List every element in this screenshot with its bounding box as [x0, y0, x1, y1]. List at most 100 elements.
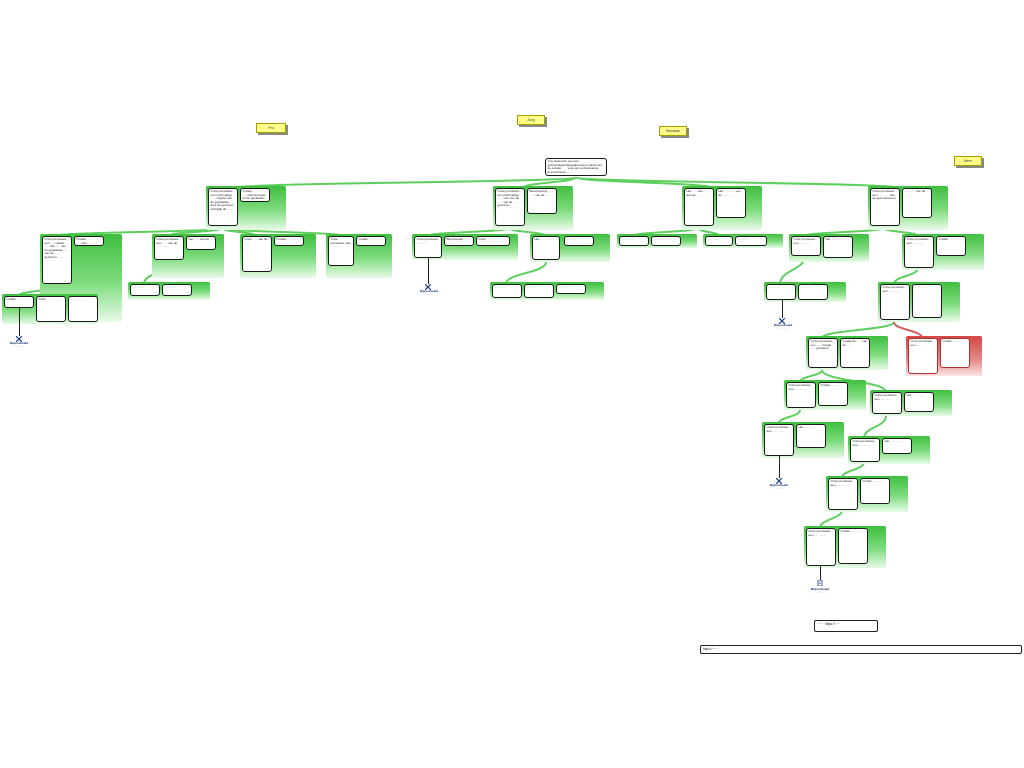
source-stem: [820, 566, 821, 580]
premise-2-2a[interactable]: Onze premissen: een ····· van de ····· ·…: [154, 236, 184, 260]
reason-panel-4: Onze premissen: een ····· ····· van de g…: [868, 186, 948, 230]
note-meer[interactable]: Meer: [954, 156, 982, 166]
premise-2-10a[interactable]: Onze premissen: een ····· ·····.: [904, 236, 934, 268]
premise-2-7a[interactable]: ····· ·····.: [619, 236, 649, 246]
document-icon[interactable]: [817, 580, 823, 586]
premise-2-6a[interactable]: Het ····· ·····.: [532, 236, 560, 260]
reason-panel-chain-5: Onze premissen: een ····· ·····. Het ···…: [848, 436, 930, 464]
reason-panel-chain-6: Onze premissen: een ····· ·····. Omdat ·…: [826, 476, 908, 512]
premise-2-1b[interactable]: Omdat ····· ·····ede ·····.: [74, 236, 104, 246]
chain-3b[interactable]: Het ····· ·····.: [904, 392, 934, 412]
objection-panel-chain-1: Onze premissen: een ·····. Omdat ····· ·…: [906, 336, 982, 376]
reason-panel-3-5: Onze premissen: een ····· ·····. ····· ·…: [878, 282, 960, 322]
chain-3a[interactable]: Onze premissen: een ····· ·····.: [872, 392, 902, 414]
source-icon[interactable]: [776, 478, 782, 484]
reason-panel-2-4: Onze premissen: een ····· ·····. Omdat ·…: [326, 234, 392, 278]
source-icon[interactable]: [16, 336, 22, 342]
chain-5a[interactable]: Onze premissen: een ····· ·····.: [850, 438, 880, 462]
reason-panel-3-2: ····· ·····. ····· ·····.: [128, 282, 210, 300]
source-stem: [428, 258, 429, 284]
reason-panel-2-6: Het ····· ·····. ····· ·····.: [530, 234, 610, 262]
premise-1b[interactable]: Omdat ····· ·····ede beroepen tot de gep…: [240, 188, 270, 202]
reason-panel-3-4: ····· ·····. ····· ·····.: [764, 282, 846, 302]
source-label-5: Bijvoorbeeld····· ·····: [810, 587, 830, 595]
reason-panel-chain-2: Onze premissen: een ····· ·····. Omdat ·…: [784, 380, 866, 410]
chain-7b[interactable]: Omdat ····· ·····.: [838, 528, 868, 564]
chain-1a[interactable]: Onze premissen: een ····· zorgde ····· g…: [808, 338, 838, 368]
source-icon[interactable]: [425, 284, 431, 290]
premise-2-3b[interactable]: Omdat ····· ····· ·····.: [274, 236, 304, 246]
premise-4b[interactable]: ····· ····· van de ·····.: [902, 188, 932, 218]
source-label-2: Bijvoorbeeld····· ·····: [419, 289, 439, 297]
premise-2-4a[interactable]: Onze premissen: een ····· ·····.: [328, 236, 354, 266]
premise-2-1a[interactable]: Onze premissen: een ·····edelijk ····· d…: [42, 236, 72, 284]
reason-panel-2-3: Onze ····· van de ·····. Omdat ····· ···…: [240, 234, 316, 278]
root-claim[interactable]: Ons antwoord: een één gezinsmaatschappel…: [545, 158, 607, 176]
chain-2a[interactable]: Onze premissen: een ····· ·····.: [786, 382, 816, 408]
note-bezwaar[interactable]: Bezwaar: [659, 126, 687, 136]
premise-2-8b[interactable]: ····· ·····.: [735, 236, 767, 246]
premise-3a[interactable]: Het ····· van ····· aan de ·····.: [684, 188, 714, 226]
objection-1a[interactable]: Onze premissen: een ·····.: [908, 338, 938, 374]
reason-panel-2-5: Onze premissen ····· ·····. Bijvoorbeeld…: [412, 234, 518, 260]
premise-2-9b[interactable]: Het ····· ·····.: [823, 236, 853, 258]
chain-4a[interactable]: Onze premissen: een ····· ·····.: [764, 424, 794, 456]
premise-1a[interactable]: Onze premissen: een rechtmatige ····· zo…: [208, 188, 238, 226]
premise-3-2a[interactable]: ····· ·····.: [130, 284, 160, 296]
chain-1b[interactable]: Omdat de ····· van de ·····.: [840, 338, 870, 368]
premise-2-6b[interactable]: ····· ·····.: [564, 236, 594, 246]
premise-3-1c[interactable]: ····· ·····.: [68, 296, 98, 322]
premise-4a[interactable]: Onze premissen: een ····· ····· van de g…: [870, 188, 900, 226]
premise-3-1b[interactable]: Onze ····· ·····.: [36, 296, 66, 322]
reason-panel-chain-7: Onze premissen: een ····· ·····. Omdat ·…: [804, 526, 886, 568]
premise-3-3c[interactable]: ····· ·····.: [556, 284, 586, 294]
chain-6a[interactable]: Onze premissen: een ····· ·····.: [828, 478, 858, 510]
chain-2b[interactable]: Omdat ····· ·····.: [818, 382, 848, 406]
reference-box[interactable]: ····· · https://·····: [814, 620, 878, 632]
premise-2-8a[interactable]: ····· ·····.: [705, 236, 733, 246]
chain-5b[interactable]: Het ····· ·····.: [882, 438, 912, 454]
premise-3-2b[interactable]: ····· ·····.: [162, 284, 192, 296]
reason-panel-2-9: Onze premissen: een ····· ·····. Het ···…: [789, 234, 869, 262]
premise-2b[interactable]: Beschouwing ····· ····· van de ·····.: [527, 188, 557, 214]
premise-2-4b[interactable]: Omdat ····· ·····.: [356, 236, 386, 246]
connector-edge: [819, 509, 843, 529]
chain-4b[interactable]: Het ····· ·····.: [796, 424, 826, 448]
reason-panel-2-2: Onze premissen: een ····· van de ····· ·…: [152, 234, 224, 278]
reason-panel-3: Het ····· van ····· aan de ·····. Het ··…: [682, 186, 762, 230]
objection-1b[interactable]: Omdat ····· ·····.: [940, 338, 970, 368]
source-stem: [779, 456, 780, 478]
premise-2-5a[interactable]: Onze premissen ····· ·····.: [414, 236, 442, 258]
premise-2-9a[interactable]: Onze premissen: een ····· ·····.: [791, 236, 821, 256]
premise-3-3b[interactable]: ····· ·····.: [524, 284, 554, 298]
reason-panel-chain-4: Onze premissen: een ····· ·····. Het ···…: [762, 422, 844, 458]
premise-3-1a[interactable]: Omdat ····· ·····.: [4, 296, 34, 308]
note-zorg[interactable]: Zorg: [517, 115, 545, 125]
premise-2a[interactable]: Onze premissen: een rechtmatige ····· vo…: [495, 188, 525, 226]
premise-2-5c[interactable]: Onze ····· ·····.: [476, 236, 510, 246]
reason-panel-2-10: Onze premissen: een ····· ·····. Omdat ·…: [902, 234, 984, 270]
connector-edge: [863, 415, 887, 439]
reason-panel-1: Onze premissen: een rechtmatige ····· zo…: [206, 186, 286, 230]
premise-2-5b[interactable]: Bijvoorbeeld ····· ·····.: [444, 236, 474, 246]
premise-3-4b[interactable]: ····· ·····.: [798, 284, 828, 300]
premise-3-5b[interactable]: ····· ·····.: [912, 284, 942, 318]
premise-3-4a[interactable]: ····· ·····.: [766, 284, 796, 300]
premise-2-2b[interactable]: Het ····· van de ·····.: [186, 236, 216, 250]
premise-3b[interactable]: Het ····· ····· van de ····· ·····.: [716, 188, 746, 218]
reason-panel-3-3: ····· ·····. ····· ·····. ····· ·····.: [490, 282, 604, 300]
note-pro[interactable]: Pro: [256, 123, 286, 133]
source-label-1: Bijvoorbeeld····· ·····: [9, 341, 29, 349]
premise-2-10b[interactable]: Omdat ····· ·····.: [936, 236, 966, 256]
source-label-4: Bijvoorbeeld····· ·····: [769, 483, 789, 491]
chain-7a[interactable]: Onze premissen: een ····· ·····.: [806, 528, 836, 566]
reference-url-bar[interactable]: https://·····: [700, 645, 1022, 654]
chain-6b[interactable]: Omdat ····· ·····.: [860, 478, 890, 504]
source-icon[interactable]: [779, 318, 785, 324]
premise-2-7b[interactable]: ····· ·····.: [651, 236, 681, 246]
source-stem: [19, 308, 20, 336]
premise-2-3a[interactable]: Onze ····· van de ·····.: [242, 236, 272, 272]
premise-3-3a[interactable]: ····· ·····.: [492, 284, 522, 298]
premise-3-5a[interactable]: Onze premissen: een ····· ·····.: [880, 284, 910, 320]
